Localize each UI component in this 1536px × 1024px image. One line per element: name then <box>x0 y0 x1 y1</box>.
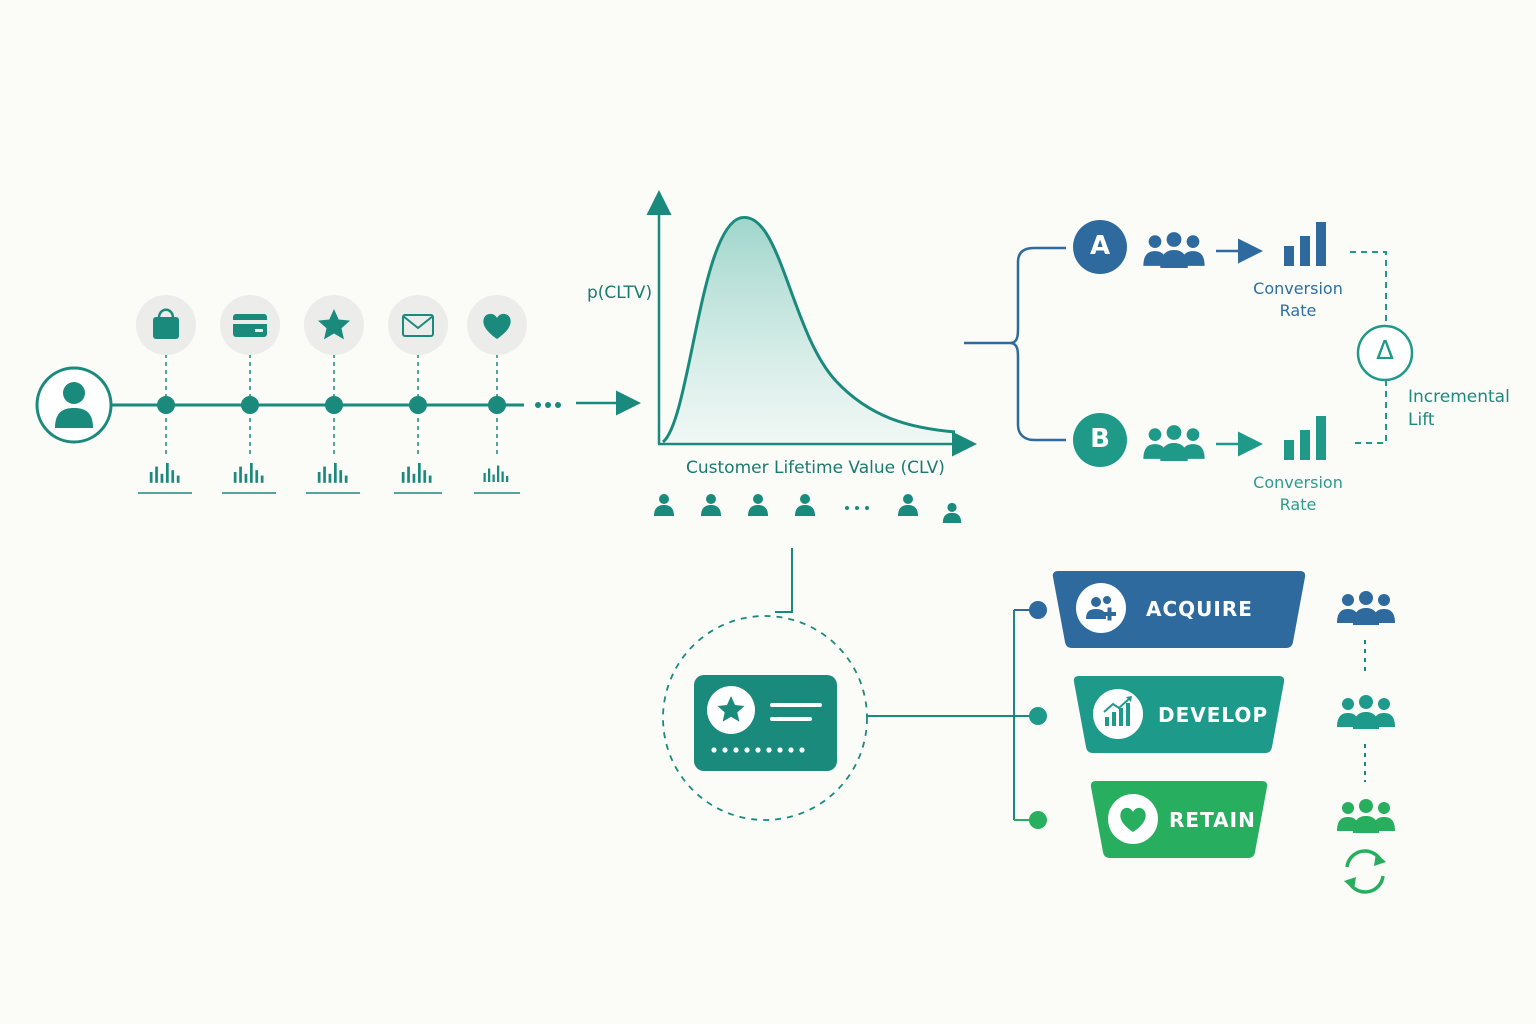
delta-circle <box>1356 324 1414 382</box>
heart-icon <box>483 313 511 339</box>
incremental-lift-label: Incremental Lift <box>1408 386 1518 432</box>
variant-a-label: A <box>1089 231 1111 261</box>
stage-acquire-label: ACQUIRE <box>1146 597 1253 621</box>
activity-bars-icon <box>483 465 509 482</box>
timeline-ellipsis <box>535 402 561 408</box>
touchpoint-payment <box>220 295 280 494</box>
user-add-icon <box>1086 596 1116 621</box>
star-icon <box>717 696 745 722</box>
group-icon <box>1143 232 1205 268</box>
activity-bars-icon <box>401 463 432 483</box>
customer-icon <box>701 494 721 516</box>
group-icon <box>1143 425 1205 461</box>
clv-to-segment-connector <box>775 548 793 613</box>
lift-line1: Incremental <box>1408 387 1510 407</box>
credit-card-icon <box>233 314 267 337</box>
customer-journey <box>35 295 641 494</box>
customer-icon <box>748 494 768 516</box>
star-icon <box>318 309 350 340</box>
activity-bars-icon <box>317 463 348 483</box>
segment-dashed-ring <box>662 615 868 821</box>
activity-bars-icon <box>233 463 264 483</box>
bar-chart-icon <box>1284 222 1326 266</box>
variant-b-badge <box>1073 413 1127 467</box>
variant-a-badge <box>1073 220 1127 274</box>
ellipsis-dot <box>845 506 849 510</box>
activity-bars-icon <box>149 463 180 483</box>
delta-symbol: Δ <box>1376 336 1394 366</box>
touchpoint-review <box>304 295 364 494</box>
touchpoint-email <box>388 295 448 494</box>
customer-avatar <box>35 366 113 444</box>
lift-line2: Lift <box>1408 410 1435 430</box>
variant-a-metric-line2: Rate <box>1279 301 1317 320</box>
ellipsis-dot <box>865 506 869 510</box>
ellipsis-dot <box>855 506 859 510</box>
mail-icon <box>402 314 434 337</box>
touchpoint-shopping <box>136 295 196 494</box>
clv-curve-area <box>663 217 955 442</box>
customer-icon <box>654 494 674 516</box>
variant-b-metric-line2: Rate <box>1279 495 1317 514</box>
clv-distribution <box>646 190 977 613</box>
clv-x-axis-label: Customer Lifetime Value (CLV) <box>686 458 945 478</box>
lifecycle-funnel <box>1013 571 1395 894</box>
growth-chart-icon <box>1103 696 1132 726</box>
card-number-dots <box>711 747 805 753</box>
heart-icon <box>1120 807 1146 832</box>
ab-bracket <box>964 246 1066 442</box>
clv-curve <box>661 216 956 444</box>
touchpoint-loyalty <box>467 295 527 494</box>
variant-a-metric: Conversion Rate <box>1243 278 1353 322</box>
lift-bracket <box>1350 251 1387 444</box>
bar-chart-icon <box>1284 416 1326 460</box>
customer-icon <box>942 502 962 523</box>
clv-y-axis-label: p(CLTV) <box>587 283 653 303</box>
shopping-bag-icon <box>153 308 179 339</box>
variant-b-metric: Conversion Rate <box>1243 472 1353 516</box>
variant-a-metric-line1: Conversion <box>1253 279 1343 298</box>
loyalty-segment <box>662 615 1030 821</box>
customer-population <box>654 494 962 523</box>
stage-develop-label: DEVELOP <box>1158 703 1269 727</box>
variant-b-label: B <box>1090 424 1110 454</box>
variant-b-metric-line1: Conversion <box>1253 473 1343 492</box>
retain-group-icon <box>1337 799 1395 833</box>
customer-icon <box>795 494 815 516</box>
stage-retain-label: RETAIN <box>1169 808 1256 832</box>
customer-icon <box>898 494 918 516</box>
acquire-group-icon <box>1337 591 1395 625</box>
develop-group-icon <box>1337 695 1395 729</box>
ab-test <box>964 220 1414 467</box>
